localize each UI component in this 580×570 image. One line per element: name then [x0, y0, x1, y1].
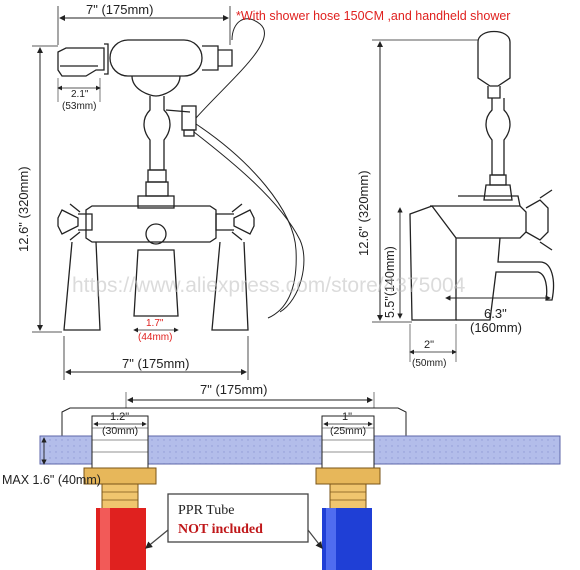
install-view: [39, 392, 561, 570]
front-bottom-width: 7" (175mm): [122, 356, 189, 371]
max-deck-thickness: MAX 1.6" (40mm): [2, 473, 101, 487]
handset-width: 2.1": [71, 89, 89, 100]
right-cross-handle: [233, 209, 255, 235]
spout-width-mm: (44mm): [138, 332, 172, 343]
left-inlet-size: 1.2": [110, 411, 129, 423]
ppr-tube-not-included: NOT included: [178, 522, 263, 537]
side-handheld-shower: [477, 30, 511, 87]
left-cross-handle: [57, 209, 79, 235]
left-inlet-size-mm: (30mm): [102, 425, 138, 437]
spout-width: 1.7": [146, 318, 164, 329]
shower-hose-note: *With shower hose 150CM ,and handheld sh…: [236, 9, 510, 23]
side-reach: 6.3": [484, 306, 507, 321]
side-cross-handle: [525, 199, 549, 241]
front-height: 12.6" (320mm): [16, 166, 31, 252]
front-view: [32, 6, 305, 380]
side-view: [372, 30, 555, 362]
right-mounting-nut: [315, 467, 381, 485]
handheld-shower-outline: [57, 47, 105, 77]
side-height: 12.6" (320mm): [356, 170, 371, 256]
store-watermark: https://www.aliexpress.com/store/4375004: [72, 274, 466, 297]
ppr-tube-label: PPR Tube: [178, 503, 234, 518]
install-center-distance: 7" (175mm): [200, 382, 267, 397]
ppr-tube-label-box: [167, 493, 309, 543]
side-reach-mm: (160mm): [470, 320, 522, 335]
side-base-height: 5.5"(140mm): [383, 246, 397, 318]
side-foot-width-mm: (50mm): [412, 358, 446, 369]
right-inlet-size-mm: (25mm): [330, 425, 366, 437]
side-foot-width: 2": [424, 339, 434, 351]
right-inlet-size: 1": [342, 411, 352, 423]
front-top-width: 7" (175mm): [86, 2, 153, 17]
handset-width-mm: (53mm): [62, 101, 96, 112]
